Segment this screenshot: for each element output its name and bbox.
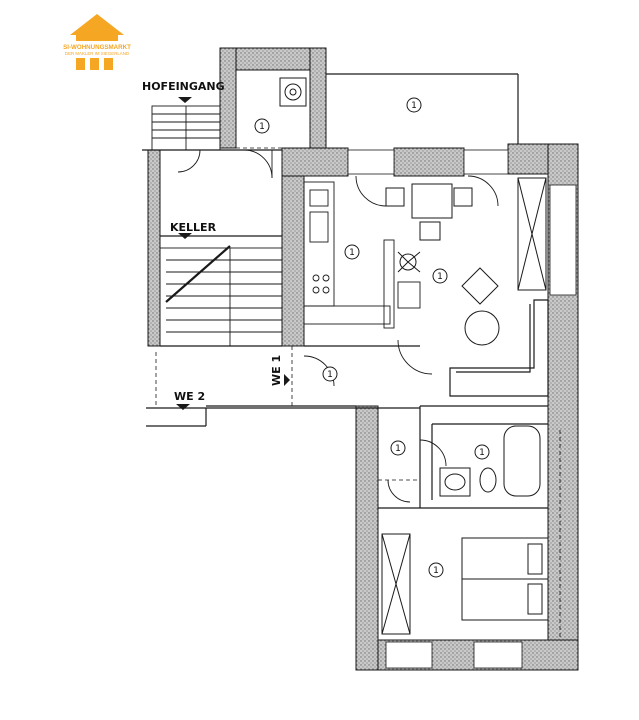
interior-walls [142, 73, 549, 509]
room-mark: 1 [390, 440, 406, 456]
doors [177, 149, 499, 503]
staircase [159, 245, 283, 347]
logo-name: SI-WOHNUNGSMARKT [63, 44, 131, 51]
hofeingang-label: HOFEINGANG [142, 80, 225, 93]
keller-label: KELLER [170, 221, 217, 234]
we1-label: WE 1 [270, 355, 283, 386]
living-furniture [461, 177, 547, 346]
bed [461, 537, 549, 621]
washer-icon [279, 77, 307, 107]
room-mark: 1 [322, 366, 338, 382]
svg-text:1: 1 [395, 444, 401, 454]
dashed-lines [155, 147, 561, 640]
room-mark: 1 [406, 97, 422, 113]
entrance-stairs [151, 105, 221, 151]
room-mark: 1 [344, 244, 360, 260]
dining-table [385, 183, 473, 241]
we2-arrow-icon [176, 404, 190, 410]
hofeingang-arrow-icon [178, 97, 192, 103]
svg-text:1: 1 [259, 122, 265, 132]
wardrobe [381, 533, 411, 635]
svg-text:1: 1 [411, 101, 417, 111]
room-marks: 1 1 1 1 1 1 1 1 [254, 97, 490, 578]
svg-text:1: 1 [349, 248, 355, 258]
kitchen [303, 181, 421, 329]
bathroom [439, 425, 541, 497]
we1-arrow-icon [284, 374, 290, 386]
we2-label: WE 2 [174, 390, 205, 403]
logo-tagline: DER MAKLER IM SIEGERLAND [65, 51, 129, 56]
windows [347, 149, 577, 669]
room-mark: 1 [474, 444, 490, 460]
plant-icon [397, 251, 421, 273]
keller-arrow-icon [178, 233, 192, 239]
svg-text:1: 1 [437, 272, 443, 282]
entrance-arrows [176, 97, 290, 410]
company-logo: SI-WOHNUNGSMARKT DER MAKLER IM SIEGERLAN… [63, 14, 131, 70]
room-mark: 1 [432, 268, 448, 284]
logo-roof-icon [70, 14, 124, 35]
room-mark: 1 [254, 118, 270, 134]
svg-text:1: 1 [479, 448, 485, 458]
svg-text:1: 1 [327, 370, 333, 380]
svg-text:1: 1 [433, 566, 439, 576]
room-mark: 1 [428, 562, 444, 578]
